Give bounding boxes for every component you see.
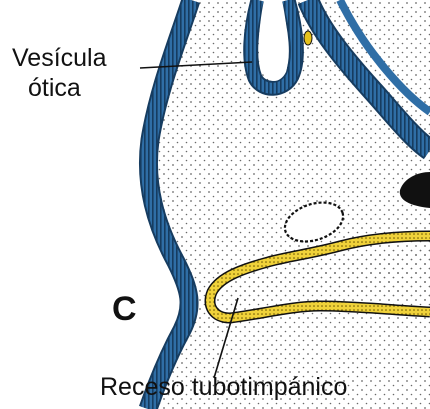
label-vesicle-line2: ótica — [28, 74, 81, 102]
yellow-blob — [304, 31, 312, 45]
mesenchyme-region — [146, 0, 430, 409]
otic-vesicle-lumen — [259, 0, 288, 81]
label-tubotympanic-recess: Receso tubotimpánico — [100, 372, 347, 402]
label-vesicle: Vesícula — [12, 44, 107, 72]
panel-letter: C — [112, 290, 137, 328]
